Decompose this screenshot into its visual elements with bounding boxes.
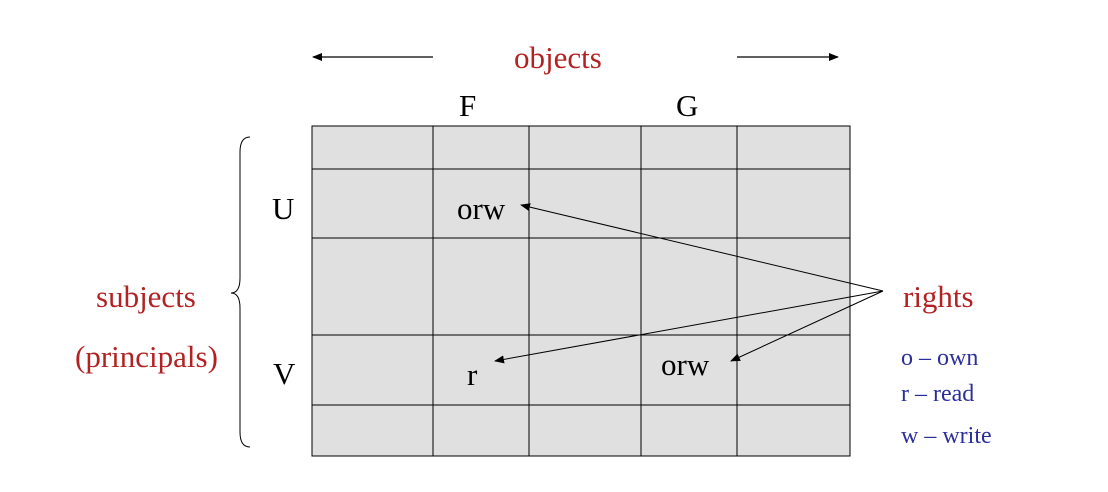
cell-v-g-rights: orw	[661, 347, 710, 382]
objects-label: objects	[514, 40, 602, 75]
access-matrix-grid	[311, 125, 851, 457]
legend-read: r – read	[901, 381, 975, 407]
rights-arrows	[494, 203, 884, 364]
cell-v-f-rights: r	[467, 357, 478, 392]
row-label-u: U	[272, 191, 295, 226]
legend-own: o – own	[901, 345, 979, 371]
subjects-label: subjects	[96, 279, 196, 314]
principals-label: (principals)	[75, 339, 218, 374]
matrix-background	[311, 125, 851, 457]
legend-write: w – write	[901, 423, 992, 449]
column-label-f: F	[459, 88, 477, 123]
rights-arrow-to-v-g	[730, 290, 884, 362]
cell-u-f-rights: orw	[457, 191, 506, 226]
rights-arrow-to-v-f	[494, 290, 884, 364]
subjects-brace	[230, 136, 251, 448]
rights-arrow-to-u-f	[520, 203, 884, 292]
column-label-g: G	[676, 88, 699, 123]
rights-label: rights	[903, 279, 974, 314]
row-label-v: V	[273, 356, 296, 391]
